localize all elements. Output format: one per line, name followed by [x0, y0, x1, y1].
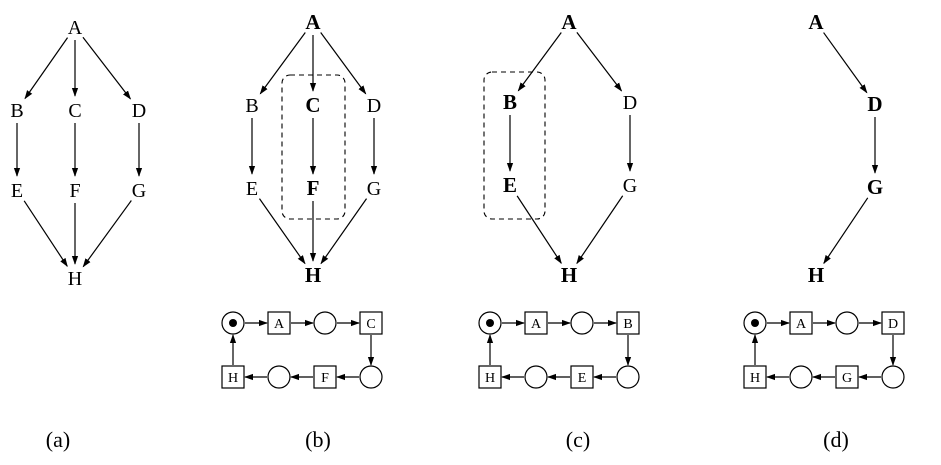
node-label-a: A — [561, 10, 577, 34]
edge-a-b — [259, 32, 306, 95]
place-circle — [835, 311, 859, 335]
transition-label: C — [366, 317, 375, 332]
edge-a-d — [320, 32, 367, 95]
node-label-d: D — [132, 100, 146, 122]
transition-label: H — [485, 371, 495, 386]
node-label-g: G — [132, 180, 146, 202]
transition-box — [524, 311, 548, 335]
node-label-e: E — [11, 180, 23, 202]
node-label-g: G — [367, 178, 381, 200]
transition-box — [478, 365, 502, 389]
place-circle — [616, 365, 640, 389]
edge-a-b — [24, 37, 69, 100]
transition-box — [313, 365, 337, 389]
edge-e-h — [516, 195, 562, 265]
node-label-h: H — [68, 268, 82, 290]
edge-a-d — [82, 36, 132, 100]
transition-label: F — [321, 371, 329, 386]
edge-a-b — [517, 32, 562, 92]
transition-label: B — [623, 317, 632, 332]
edge-g-h — [823, 197, 869, 265]
node-label-d: D — [867, 92, 882, 116]
node-label-e: E — [246, 178, 258, 200]
node-label-b: B — [503, 90, 517, 114]
place-circle — [313, 311, 337, 335]
transition-label: G — [842, 371, 852, 386]
node-label-a: A — [808, 10, 824, 34]
transition-box — [359, 311, 383, 335]
highlight-dashed-box — [483, 71, 546, 220]
petri-net-cycle: A D H G — [743, 311, 905, 389]
transition-label: A — [531, 317, 542, 332]
transition-box — [789, 311, 813, 335]
panel-caption: (a) — [46, 427, 70, 452]
place-circle — [524, 365, 548, 389]
node-label-a: A — [68, 17, 83, 39]
transition-box — [267, 311, 291, 335]
node-label-c: C — [305, 93, 320, 117]
place-circle — [789, 365, 813, 389]
transition-label: D — [888, 317, 898, 332]
panel-caption: (c) — [566, 427, 590, 452]
transition-box — [221, 365, 245, 389]
node-label-c: C — [68, 100, 81, 122]
transition-box — [743, 365, 767, 389]
panel-caption: (d) — [823, 427, 849, 452]
edge-a-d — [576, 31, 623, 92]
place-circle — [359, 365, 383, 389]
node-label-f: F — [307, 176, 320, 200]
edge-g-h — [320, 198, 368, 265]
petri-net-cycle: A C H F — [221, 311, 383, 389]
node-label-e: E — [503, 173, 517, 197]
transition-label: A — [796, 317, 807, 332]
node-label-d: D — [623, 92, 637, 114]
node-label-h: H — [305, 263, 321, 287]
transition-box — [881, 311, 905, 335]
place-circle — [570, 311, 594, 335]
panel-caption: (b) — [305, 427, 331, 452]
token-dot — [751, 319, 759, 327]
transition-label: E — [578, 371, 587, 386]
node-label-d: D — [367, 95, 381, 117]
edge-e-h — [23, 200, 68, 268]
transition-label: H — [750, 371, 760, 386]
transition-box — [570, 365, 594, 389]
node-label-b: B — [245, 95, 258, 117]
transition-box — [616, 311, 640, 335]
node-label-f: F — [69, 180, 80, 202]
token-dot — [486, 319, 494, 327]
node-label-h: H — [561, 263, 577, 287]
token-dot — [229, 319, 237, 327]
petri-net-cycle: A B H E — [478, 311, 640, 389]
node-label-h: H — [808, 263, 824, 287]
edge-e-h — [258, 198, 306, 265]
node-label-a: A — [305, 10, 321, 34]
place-circle — [881, 365, 905, 389]
edge-g-h — [82, 200, 132, 268]
place-circle — [267, 365, 291, 389]
node-label-g: G — [623, 175, 637, 197]
transition-label: H — [228, 371, 238, 386]
node-label-b: B — [10, 100, 23, 122]
edge-g-h — [576, 195, 624, 265]
transition-label: A — [274, 317, 285, 332]
transition-box — [835, 365, 859, 389]
edge-a-d — [823, 32, 868, 94]
node-label-g: G — [867, 175, 883, 199]
